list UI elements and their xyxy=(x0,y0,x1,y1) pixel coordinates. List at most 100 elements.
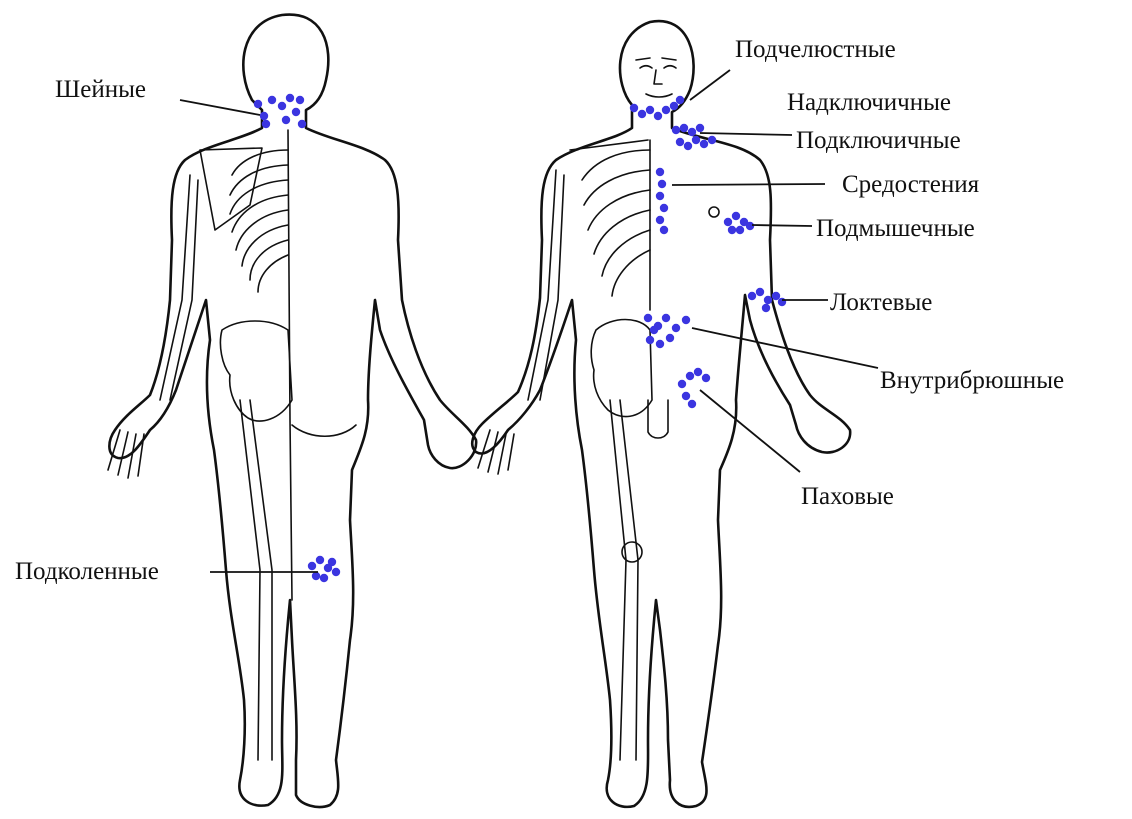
lymph-node-dot xyxy=(746,222,754,230)
lymph-node-dot xyxy=(702,374,710,382)
lymph-node-dot xyxy=(696,124,704,132)
lymph-node-dot xyxy=(762,304,770,312)
lymph-node-dot xyxy=(692,136,700,144)
label-inguinal: Паховые xyxy=(801,483,894,510)
lymph-node-dot xyxy=(254,100,262,108)
lymph-node-dot xyxy=(660,226,668,234)
label-intra-abdominal: Внутрибрюшные xyxy=(880,367,1064,394)
subclavian-nodes xyxy=(676,136,716,150)
lymph-node-dot xyxy=(656,168,664,176)
inguinal-nodes xyxy=(678,368,710,408)
lymph-node-dot xyxy=(296,96,304,104)
label-subclavian: Подключичные xyxy=(796,127,961,154)
lymph-node-dot xyxy=(728,226,736,234)
lymph-node-dot xyxy=(688,400,696,408)
lymph-node-dot xyxy=(662,106,670,114)
intra-abdominal-nodes xyxy=(644,314,690,348)
lymph-node-dot xyxy=(676,96,684,104)
front-leg-bones xyxy=(610,400,638,760)
front-groin xyxy=(648,400,668,438)
lymph-node-dot xyxy=(658,180,666,188)
popliteal-nodes xyxy=(308,556,340,582)
lymph-node-dot xyxy=(672,126,680,134)
lymph-node-dot xyxy=(332,568,340,576)
lymph-node-dot xyxy=(292,108,300,116)
lymph-node-dot xyxy=(686,372,694,380)
lymph-node-dot xyxy=(260,112,268,120)
label-supraclavicular: Надключичные xyxy=(787,89,951,116)
front-view-figure xyxy=(472,21,850,807)
lymph-node-dot xyxy=(282,116,290,124)
lymph-node-dot xyxy=(316,556,324,564)
lymph-node-dot xyxy=(736,226,744,234)
back-buttocks xyxy=(292,425,356,436)
axillary-nodes xyxy=(724,212,754,234)
lymph-node-dot xyxy=(694,368,702,376)
lymph-node-dot xyxy=(646,336,654,344)
back-pelvis xyxy=(220,321,292,421)
label-mediastinal: Средостения xyxy=(842,171,980,198)
lymph-node-dot xyxy=(748,292,756,300)
lymph-node-dot xyxy=(676,138,684,146)
lymph-node-dot xyxy=(678,380,686,388)
leader-submandibular xyxy=(690,70,730,100)
lymph-node-dot xyxy=(646,106,654,114)
lymph-node-dot xyxy=(644,314,652,322)
leader-lines xyxy=(180,70,878,572)
front-body-outline xyxy=(472,21,850,807)
lymph-node-dot xyxy=(662,314,670,322)
lymph-node-dot xyxy=(680,124,688,132)
leader-inguinal xyxy=(700,390,800,472)
front-pelvis xyxy=(591,320,652,417)
lymph-node-dot xyxy=(656,340,664,348)
lymph-node-dot xyxy=(688,128,696,136)
lymph-node-dot xyxy=(308,562,316,570)
lymph-node-dot xyxy=(670,102,678,110)
front-chest-mark xyxy=(709,207,719,217)
lymph-node-dot xyxy=(320,574,328,582)
leader-axillary xyxy=(752,225,812,226)
lymph-node-dot xyxy=(756,288,764,296)
front-clavicle xyxy=(570,140,648,150)
label-popliteal: Подколенные xyxy=(15,558,159,585)
lymph-node-dot xyxy=(278,102,286,110)
leader-cervical xyxy=(180,100,260,115)
lymph-node-dot xyxy=(778,298,786,306)
lymph-node-dot xyxy=(682,392,690,400)
cubital-nodes xyxy=(748,288,786,312)
lymph-node-dot xyxy=(650,326,658,334)
lymph-node-dot xyxy=(724,218,732,226)
leader-intra-abdominal xyxy=(692,328,878,368)
front-arm-bones xyxy=(528,170,564,400)
lymph-node-dot xyxy=(666,334,674,342)
lymph-node-dot xyxy=(764,296,772,304)
label-axillary: Подмышечные xyxy=(816,215,975,242)
lymph-node-dot xyxy=(660,204,668,212)
lymph-node-dot xyxy=(672,324,680,332)
lymph-node-dot xyxy=(638,110,646,118)
lymph-node-dot xyxy=(262,120,270,128)
lymph-node-dot xyxy=(298,120,306,128)
lymph-node-dot xyxy=(654,112,662,120)
lymph-node-dot xyxy=(328,558,336,566)
lymph-node-dot xyxy=(656,192,664,200)
back-scapula xyxy=(200,148,262,230)
lymph-node-dot xyxy=(708,136,716,144)
back-arm-bones xyxy=(160,175,198,400)
lymph-node-dot xyxy=(630,104,638,112)
leader-mediastinal xyxy=(672,184,825,185)
back-hand-fingers xyxy=(108,430,144,478)
submandibular-nodes xyxy=(630,96,684,120)
lymph-node-dot xyxy=(682,316,690,324)
front-ribs xyxy=(582,140,650,310)
lymph-node-dot xyxy=(268,96,276,104)
lymph-node-dot xyxy=(656,216,664,224)
lymph-node-dot xyxy=(772,292,780,300)
lymph-node-dot xyxy=(700,140,708,148)
mediastinal-nodes xyxy=(656,168,668,234)
back-head xyxy=(109,15,476,807)
front-hand-fingers xyxy=(478,430,514,474)
front-face xyxy=(636,58,676,97)
